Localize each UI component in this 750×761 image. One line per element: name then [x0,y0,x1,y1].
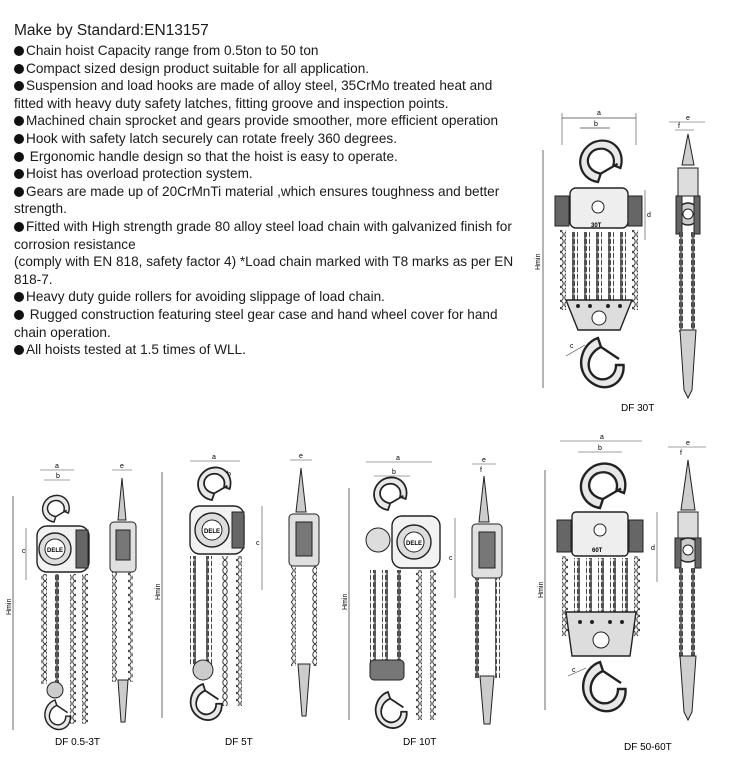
brand-df05: DELE [47,548,63,554]
plate-30t: 30T [591,223,602,229]
svg-text:c: c [449,555,453,562]
dim-e-label: e [686,115,690,122]
svg-text:e: e [686,440,690,447]
svg-text:f: f [680,450,682,457]
caption-df10t: DF 10T [403,737,436,748]
bullet-icon [14,81,24,92]
dim-c-label: c [570,343,574,350]
feature-list: Chain hoist Capacity range from 0.5ton t… [14,42,519,359]
feature-text: Ergonomic handle design so that the hois… [26,148,398,164]
feature-item: Ergonomic handle design so that the hois… [14,148,519,166]
feature-item: Fitted with High strength grade 80 alloy… [14,218,519,253]
feature-item: Chain hoist Capacity range from 0.5ton t… [14,42,519,60]
feature-text: (comply with EN 818, safety factor 4) *L… [14,254,514,287]
feature-item: Heavy duty guide rollers for avoiding sl… [14,288,519,306]
bullet-icon [14,186,24,197]
bullet-icon [14,292,24,303]
svg-text:a: a [396,455,400,462]
dim-a-label: a [597,110,601,117]
diagram-df10t: a b Hmin DELE c e f [342,455,503,729]
svg-text:e: e [299,453,303,460]
feature-text: Hook with safety latch securely can rota… [26,130,398,146]
svg-text:a: a [212,454,216,461]
feature-text: Rugged construction featuring steel gear… [14,306,498,340]
feature-text: Gears are made up of 20CrMnTi material ,… [14,183,500,217]
feature-item: Hook with safety latch securely can rota… [14,130,519,148]
spec-sheet: Make by Standard:EN13157 Chain hoist Cap… [14,22,519,359]
feature-item: Hoist has overload protection system. [14,165,519,183]
bullet-icon [14,221,24,232]
dim-d-label: d [647,212,651,219]
svg-text:b: b [392,469,396,476]
bullet-icon [14,309,24,320]
feature-item: All hoists tested at 1.5 times of WLL. [14,341,519,359]
svg-text:a: a [55,463,59,470]
svg-text:c: c [256,540,260,547]
bullet-icon [14,63,24,74]
feature-text: Fitted with High strength grade 80 alloy… [14,218,512,252]
bullet-icon [14,133,24,144]
bullet-icon [14,345,24,356]
caption-df5t: DF 5T [225,737,253,748]
svg-text:f: f [480,467,482,474]
feature-text: Chain hoist Capacity range from 0.5ton t… [26,43,319,58]
diagram-df05-3t: a b Hmin c DELE e [6,463,137,731]
svg-text:c: c [572,667,576,674]
feature-text: Hoist has overload protection system. [26,166,253,182]
brand-df5: DELE [204,529,220,535]
dim-b-label: b [594,121,598,128]
diagram-df5t: a b Hmin DELE c e [155,453,320,721]
caption-df50-60t: DF 50-60T [624,742,672,753]
feature-text: Compact sized design product suitable fo… [26,60,370,76]
svg-text:b: b [598,445,602,452]
svg-text:c: c [22,548,26,555]
feature-item: (comply with EN 818, safety factor 4) *L… [14,253,519,288]
bullet-icon [14,116,24,127]
svg-text:d: d [651,545,655,552]
dim-hmin-label: Hmin [535,254,542,270]
svg-text:Hmin: Hmin [342,594,349,610]
feature-text: Machined chain sprocket and gears provid… [26,113,499,129]
svg-text:Hmin: Hmin [538,582,545,598]
diagram-df50-60t: a b Hmin 60T d c e f [538,434,706,722]
bullet-icon [14,46,24,56]
caption-df30t: DF 30T [621,403,654,414]
diagram-df30t: a b Hmin 30T d c e f [535,110,705,400]
caption-df05-3t: DF 0.5-3T [55,737,100,748]
feature-item: Machined chain sprocket and gears provid… [14,112,519,130]
feature-item: Suspension and load hooks are made of al… [14,77,519,112]
svg-text:e: e [482,457,486,464]
standard-title: Make by Standard:EN13157 [14,22,209,39]
svg-text:b: b [56,473,60,480]
feature-text: Heavy duty guide rollers for avoiding sl… [26,289,385,305]
feature-text: Suspension and load hooks are made of al… [14,78,493,111]
bullet-icon [14,151,24,162]
brand-df10: DELE [406,541,422,547]
dim-f-label: f [678,123,680,130]
svg-text:Hmin: Hmin [6,599,13,615]
svg-text:a: a [600,434,604,441]
feature-item: Rugged construction featuring steel gear… [14,306,519,341]
bullet-icon [14,169,24,180]
feature-item: Compact sized design product suitable fo… [14,60,519,78]
plate-60t: 60T [592,548,603,554]
feature-item: Gears are made up of 20CrMnTi material ,… [14,183,519,218]
svg-text:e: e [120,463,124,470]
svg-text:Hmin: Hmin [155,584,162,600]
feature-text: All hoists tested at 1.5 times of WLL. [26,342,246,358]
